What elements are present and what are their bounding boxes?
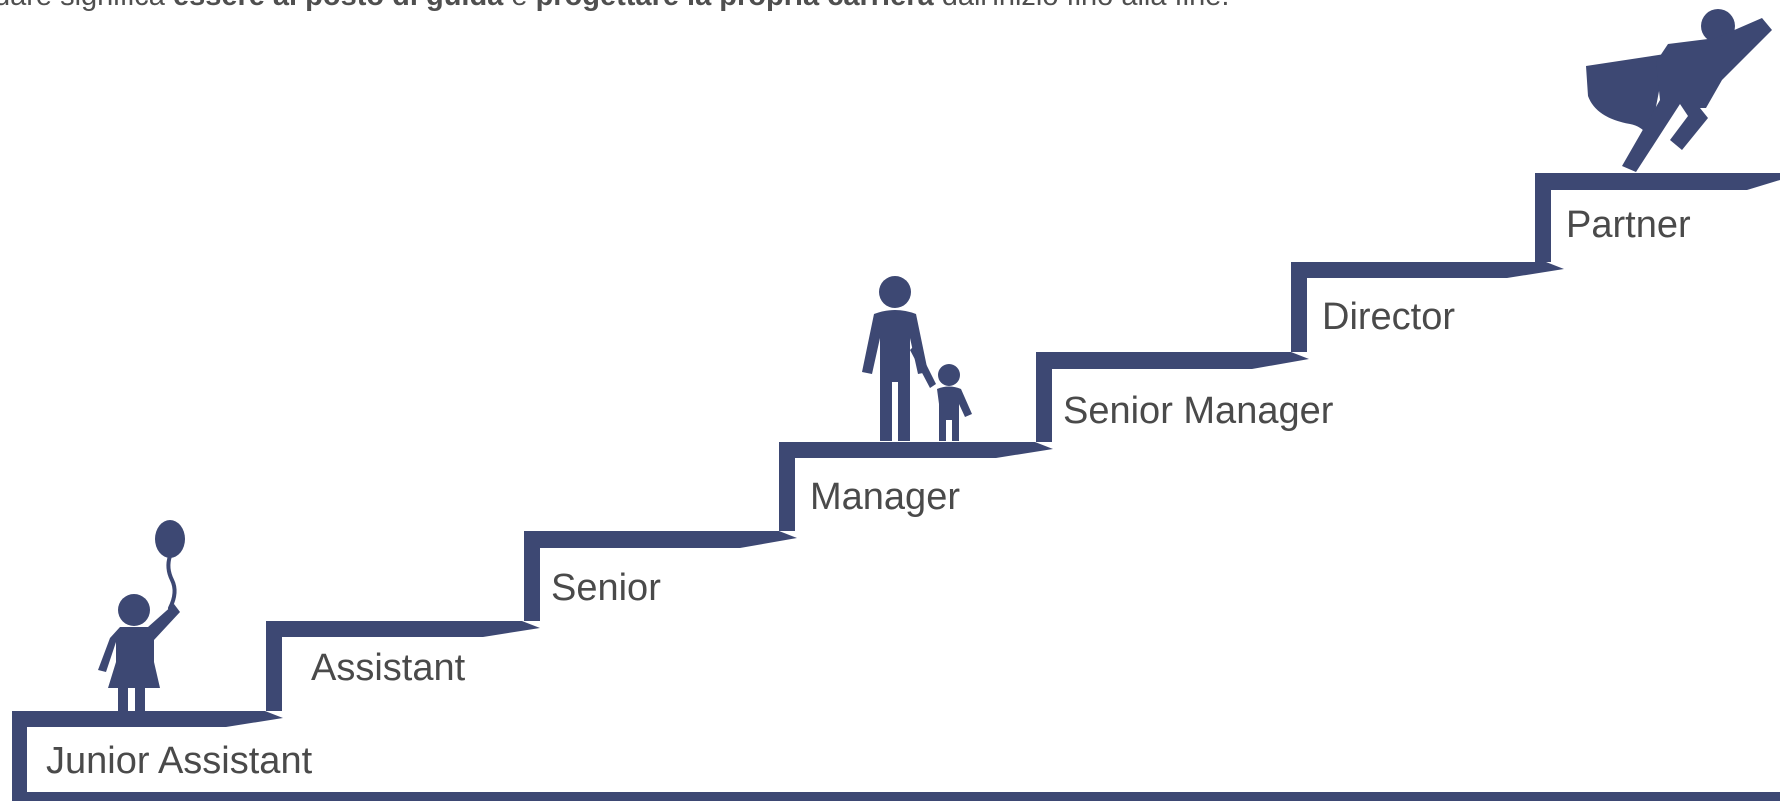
step-label-director: Director — [1322, 296, 1455, 338]
header-bold-2: progettare la propria carriera — [536, 0, 934, 12]
header-text: dare significa essere al posto di guida … — [0, 0, 1229, 13]
step-label-senior-manager: Senior Manager — [1063, 390, 1334, 432]
stair-step-1 — [12, 711, 283, 801]
stair-step-3 — [524, 531, 797, 621]
step-label-junior-assistant: Junior Assistant — [46, 740, 313, 782]
staircase-baseline — [12, 792, 1780, 801]
superhero-icon — [1586, 9, 1772, 172]
parent-and-child-icon — [862, 276, 972, 441]
step-label-partner: Partner — [1566, 204, 1691, 246]
step-label-assistant: Assistant — [311, 647, 466, 689]
header-bold-1: essere al posto di guida — [173, 0, 503, 12]
header-prefix: dare significa — [0, 0, 173, 12]
stair-step-2 — [266, 621, 540, 711]
step-label-senior: Senior — [551, 567, 661, 609]
stair-step-6 — [1291, 262, 1564, 352]
step-label-manager: Manager — [810, 476, 960, 518]
stair-step-4 — [779, 442, 1053, 531]
header-suffix: dall'inizio fino alla fine. — [934, 0, 1230, 12]
header-middle: e — [503, 0, 535, 12]
stair-step-7 — [1535, 173, 1780, 262]
stair-step-5 — [1036, 352, 1309, 442]
girl-with-balloon-icon — [98, 520, 185, 711]
